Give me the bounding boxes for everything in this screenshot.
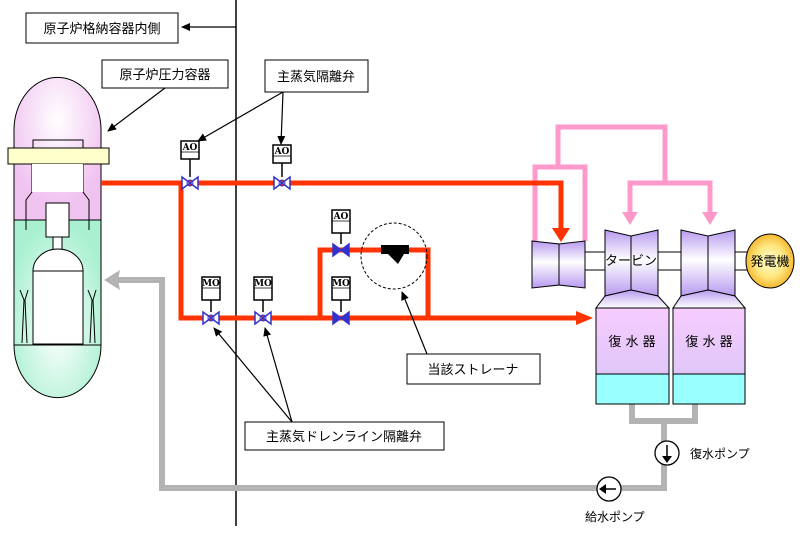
generator: 発電機 (745, 233, 795, 289)
hp-turbine (531, 240, 586, 289)
rpv-label: 原子炉圧力容器 (101, 59, 229, 89)
bypass-ao-valve[interactable]: AO (331, 209, 351, 258)
main-steam-arrow-condenser (576, 311, 593, 325)
svg-text:原子炉格納容器内側: 原子炉格納容器内側 (43, 21, 160, 37)
turbine-label: タービン (605, 254, 657, 269)
svg-text:MO: MO (254, 279, 272, 289)
lp-turbine-2 (672, 229, 747, 309)
strainer-label: 当該ストレーナ (406, 353, 541, 385)
drain-isolation-valve-1[interactable]: MO (201, 276, 221, 326)
lp-turbine-1 (595, 229, 671, 309)
feedwater-pump-label: 給水ポンプ (585, 510, 645, 524)
feedwater-line (104, 270, 698, 491)
bypass-mo-valve[interactable]: MO (331, 276, 351, 326)
svg-text:復 水 器: 復 水 器 (608, 334, 655, 350)
reheat-steam-lines (532, 124, 713, 241)
condenser-2: 復 水 器 (672, 307, 746, 405)
rpv-pointer (107, 87, 166, 132)
strainer[interactable] (360, 222, 428, 290)
msiv-valve-outboard[interactable]: AO (272, 144, 292, 191)
drain-pointer-2 (263, 327, 293, 423)
svg-text:MO: MO (202, 279, 220, 289)
condensate-pump[interactable] (654, 440, 680, 466)
svg-text:復 水 器: 復 水 器 (685, 334, 732, 350)
reheat-arrow-1 (622, 212, 638, 225)
svg-text:原子炉圧力容器: 原子炉圧力容器 (119, 67, 210, 83)
reheat-arrow-2 (702, 212, 718, 225)
svg-text:AO: AO (333, 212, 349, 222)
svg-text:発電機: 発電機 (750, 255, 789, 270)
svg-text:MO: MO (332, 279, 350, 289)
strainer-pointer (401, 291, 428, 355)
drain-isolation-label: 主蒸気ドレンライン隔離弁 (244, 421, 445, 451)
msiv-pointer-1 (197, 91, 284, 142)
msiv-pointer-2 (277, 91, 286, 145)
reactor-pressure-vessel (7, 76, 110, 399)
svg-text:主蒸気ドレンライン隔離弁: 主蒸気ドレンライン隔離弁 (266, 429, 422, 445)
feedwater-pump[interactable] (596, 476, 622, 502)
svg-text:AO: AO (274, 147, 290, 157)
msiv-valve-inboard[interactable]: AO (180, 140, 200, 191)
containment-inside-label: 原子炉格納容器内側 (25, 12, 179, 44)
main-steam-lines (101, 180, 580, 321)
msiv-label: 主蒸気隔離弁 (264, 59, 369, 93)
drain-isolation-valve-2[interactable]: MO (253, 276, 273, 326)
condenser-1: 復 水 器 (595, 307, 670, 405)
main-steam-arrow-turbine (552, 228, 570, 242)
drain-pointer-1 (213, 327, 293, 423)
condensate-pump-label: 復水ポンプ (690, 446, 750, 461)
svg-text:主蒸気隔離弁: 主蒸気隔離弁 (277, 69, 355, 85)
svg-text:AO: AO (182, 143, 198, 153)
svg-text:当該ストレーナ: 当該ストレーナ (427, 362, 518, 378)
